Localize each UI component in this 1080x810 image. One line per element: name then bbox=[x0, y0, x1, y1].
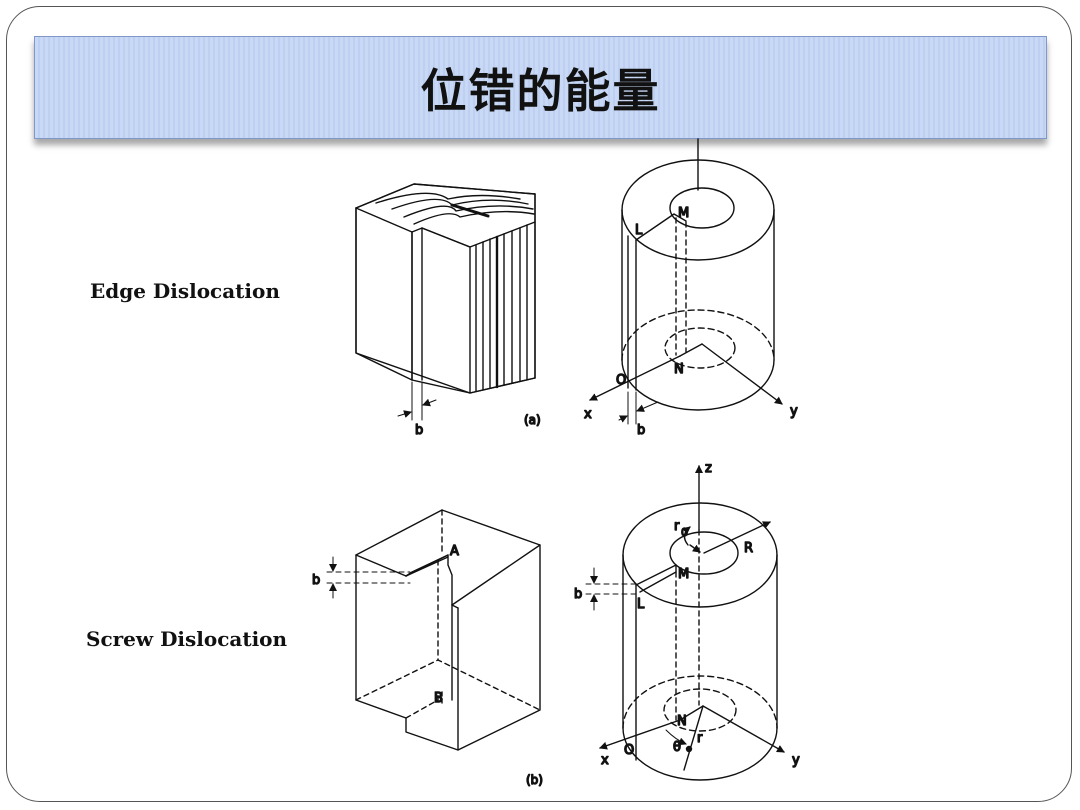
screw-axis-x: x bbox=[601, 753, 609, 768]
screw-cyl-label-L: L bbox=[637, 597, 645, 612]
edge-label-N: N bbox=[674, 362, 684, 377]
edge-label-M: M bbox=[678, 206, 689, 221]
screw-label-R: R bbox=[744, 541, 753, 556]
screw-label-A: A bbox=[450, 544, 459, 559]
edge-block-diagram bbox=[355, 183, 536, 421]
screw-cyl-b-label: b bbox=[574, 587, 582, 602]
screw-axis-y: y bbox=[792, 753, 800, 768]
slide-title: 位错的能量 bbox=[420, 63, 661, 118]
screw-cyl-label-M: M bbox=[678, 567, 689, 582]
caption-a: (a) bbox=[524, 413, 541, 427]
screw-cyl-label-O: O bbox=[624, 743, 634, 758]
screw-block-diagram bbox=[326, 509, 541, 751]
screw-r0-sub: 0 bbox=[681, 526, 688, 539]
screw-cyl-label-N: N bbox=[677, 714, 687, 729]
caption-b: (b) bbox=[526, 773, 543, 787]
screw-label-B: B bbox=[434, 691, 443, 706]
edge-cyl-b-label: b bbox=[637, 423, 645, 438]
screw-dislocation-label: Screw Dislocation bbox=[86, 627, 288, 651]
edge-label-O: O bbox=[616, 373, 626, 388]
screw-axis-z: z bbox=[705, 461, 712, 476]
screw-r-label: r bbox=[697, 731, 703, 746]
title-bar: 位错的能量 bbox=[34, 36, 1047, 139]
edge-b-label: b bbox=[415, 423, 423, 438]
edge-axis-x: x bbox=[584, 407, 592, 422]
screw-r0-main: r bbox=[674, 519, 680, 534]
edge-label-L: L bbox=[635, 223, 643, 238]
edge-dislocation-label: Edge Dislocation bbox=[90, 279, 280, 303]
edge-cylinder-diagram bbox=[589, 138, 783, 425]
screw-theta-label: θ bbox=[673, 740, 681, 755]
screw-b-label: b bbox=[312, 573, 320, 588]
edge-axis-y: y bbox=[790, 404, 798, 419]
screw-cylinder-diagram bbox=[585, 465, 785, 781]
